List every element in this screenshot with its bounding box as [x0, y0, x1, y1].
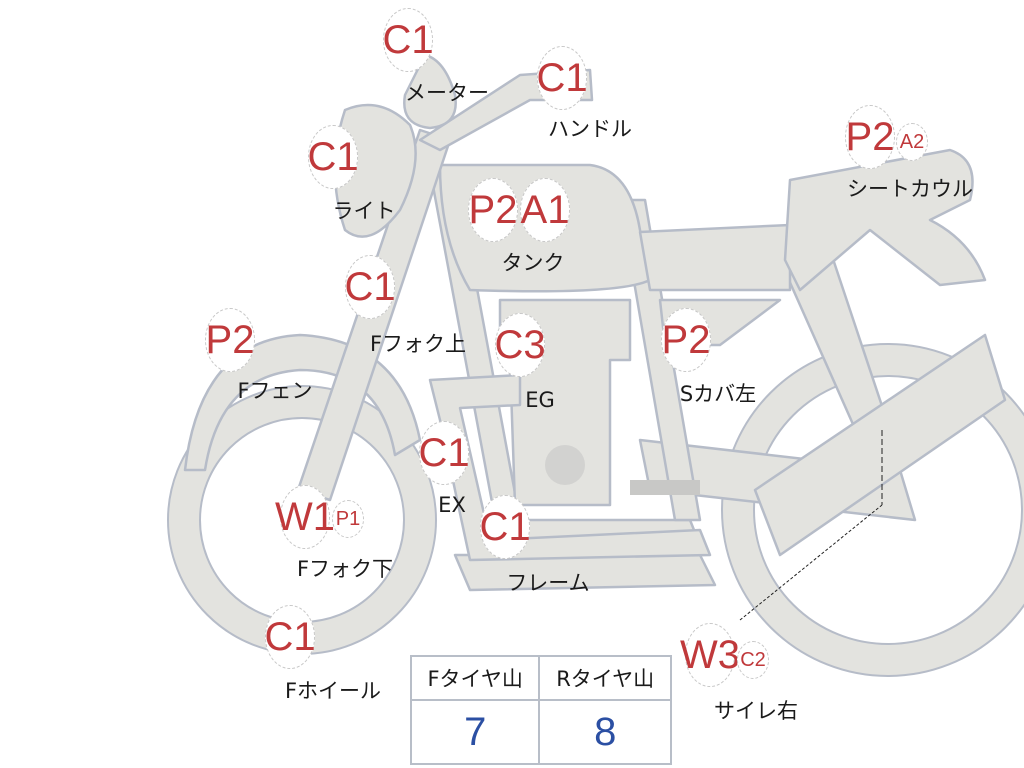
meter-shape — [403, 53, 457, 130]
part-label: Fホイール — [284, 679, 382, 703]
tire-tread-table: Fタイヤ山 Rタイヤ山 7 8 — [409, 655, 672, 765]
part-label: ハンドル — [548, 117, 632, 141]
front-tire-header: Fタイヤ山 — [409, 655, 541, 701]
part-label: ライト — [332, 199, 396, 223]
code-badge[interactable]: C1 — [307, 125, 359, 189]
part-label: Sカバ左 — [679, 382, 757, 406]
part-label: Fフェン — [237, 379, 313, 403]
part-label: シートカウル — [847, 177, 973, 201]
code-badge[interactable]: W3 — [680, 623, 740, 687]
code-badge[interactable]: W1 — [275, 485, 335, 549]
rear-tire-header: Rタイヤ山 — [538, 655, 672, 701]
part-label: サイレ右 — [714, 699, 798, 723]
part-label: タンク — [501, 251, 565, 275]
part-label: EX — [438, 493, 466, 517]
code-badge[interactable]: C1 — [536, 46, 588, 110]
silencer-shape — [753, 333, 1007, 557]
code-badge[interactable]: C1 — [264, 605, 316, 669]
code-badge[interactable]: P2 — [468, 178, 518, 242]
part-label: メーター — [405, 81, 489, 105]
code-badge-small[interactable]: A2 — [896, 123, 928, 161]
code-badge[interactable]: P2 — [205, 308, 255, 372]
part-label: Fフォク下 — [296, 557, 394, 581]
code-badge[interactable]: C1 — [344, 255, 396, 319]
rear-tire-value: 8 — [538, 699, 672, 765]
code-badge[interactable]: P2 — [845, 105, 895, 169]
seat-cowl-shape — [783, 148, 987, 292]
code-badge-small[interactable]: C2 — [737, 641, 769, 679]
code-badge[interactable]: C1 — [418, 421, 470, 485]
code-badge[interactable]: A1 — [520, 178, 570, 242]
part-label: EG — [525, 388, 555, 412]
part-label: フレーム — [506, 571, 590, 595]
code-badge[interactable]: P2 — [661, 308, 711, 372]
code-badge[interactable]: C1 — [382, 8, 434, 72]
code-badge[interactable]: C1 — [479, 495, 531, 559]
exhaust-shape — [428, 373, 712, 562]
code-badge-small[interactable]: P1 — [332, 500, 364, 538]
front-tire-value: 7 — [409, 699, 541, 765]
code-badge[interactable]: C3 — [494, 313, 546, 377]
part-label: Fフォク上 — [369, 332, 467, 356]
